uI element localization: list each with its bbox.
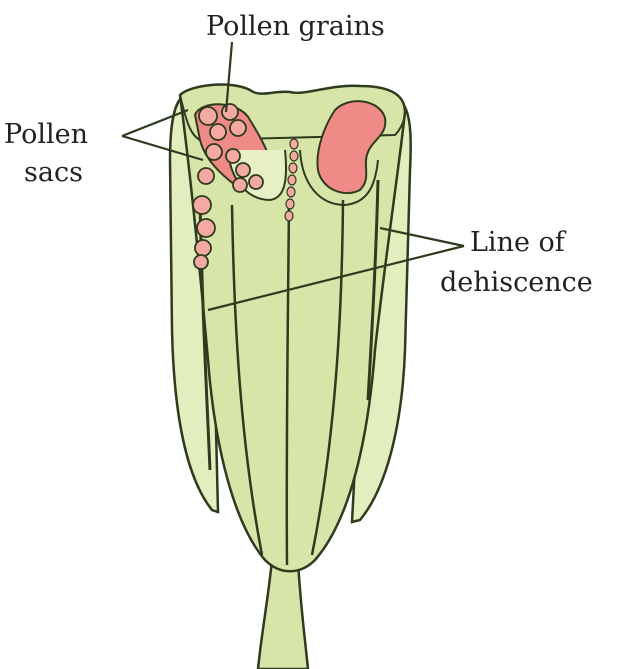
label-pollen-grains: Pollen grains (206, 12, 385, 42)
pollen-grain (233, 178, 247, 192)
pollen-grain (195, 240, 211, 256)
pollen-grain (288, 175, 296, 185)
pollen-grain (290, 139, 298, 149)
pollen-grain (210, 124, 226, 140)
label-pollen-sacs-line2: sacs (24, 158, 83, 188)
pollen-grain (236, 163, 250, 177)
pollen-grain (249, 175, 263, 189)
pollen-grain (289, 163, 297, 173)
pollen-grain (287, 187, 295, 197)
pollen-grain (222, 104, 238, 120)
filament (258, 560, 308, 669)
pollen-grain (230, 120, 246, 136)
pollen-grain (198, 168, 214, 184)
label-dehiscence-line2: dehiscence (440, 268, 593, 298)
pollen-grain (206, 144, 222, 160)
pollen-grain (197, 219, 215, 237)
pollen-grain (226, 149, 240, 163)
label-pollen-sacs-line1: Pollen (4, 120, 88, 150)
pollen-grain (290, 151, 298, 161)
pollen-grain (194, 255, 208, 269)
pollen-grain (285, 211, 293, 221)
label-dehiscence-line1: Line of (470, 228, 565, 258)
pollen-grain (286, 199, 294, 209)
pollen-grain (199, 107, 217, 125)
pollen-grain (193, 196, 211, 214)
